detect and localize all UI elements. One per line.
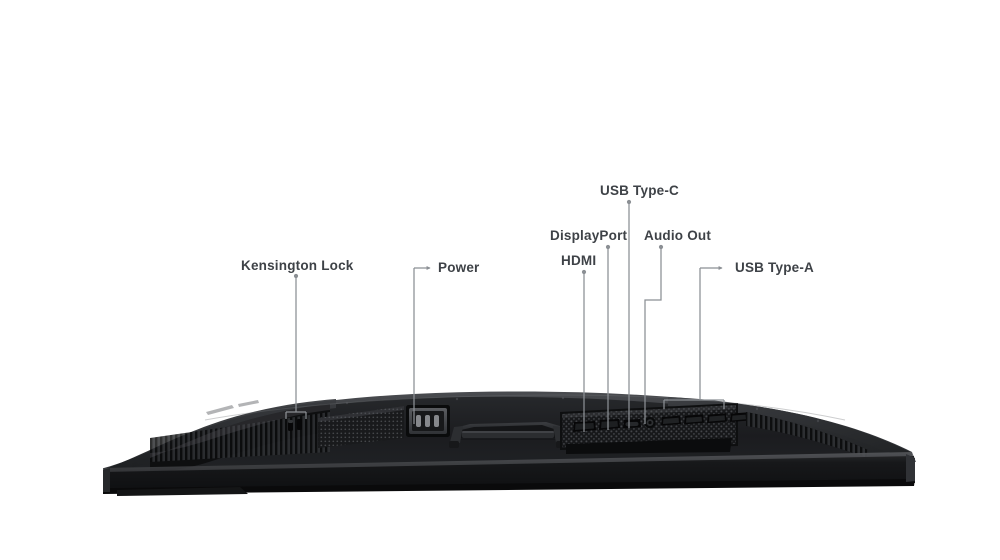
chassis-screws [345, 396, 820, 423]
displayport-port [599, 419, 620, 430]
leader-displayport [605, 244, 611, 430]
usb-a-port-1 [661, 415, 681, 426]
monitor-right-endcap [906, 454, 915, 482]
usb-c-port [623, 419, 641, 429]
leader-audio-out [644, 244, 664, 424]
usb-a-port-3 [707, 413, 727, 424]
leader-hdmi [581, 269, 587, 432]
callout-leaders [285, 199, 725, 432]
brand-logo [206, 400, 259, 415]
monitor-rear-chassis [103, 391, 916, 496]
port-openings [573, 412, 748, 432]
callout-label-usb-type-a: USB Type-A [735, 260, 815, 275]
callout-label-power: Power [438, 260, 480, 275]
monitor-left-endcap [103, 468, 110, 492]
left-perforated-vent [318, 406, 404, 448]
callout-label-audio-out: Audio Out [644, 228, 712, 243]
callout-label-hdmi: HDMI [561, 253, 597, 268]
leader-usb-type-c [626, 199, 632, 428]
usb-a-port-4 [730, 412, 748, 422]
callout-label-displayport: DisplayPort [550, 228, 628, 243]
monitor-bezel-bottom [103, 479, 915, 494]
leader-usb-type-a [663, 266, 725, 409]
callout-label-kensington-lock: Kensington Lock [241, 258, 354, 273]
monitor-foot-notch [117, 487, 248, 496]
callout-label-usb-type-c: USB Type-C [600, 183, 680, 198]
leader-power [413, 266, 431, 424]
usb-a-port-2 [684, 414, 704, 425]
port-cluster [560, 403, 748, 454]
power-connector [406, 405, 450, 437]
kensington-lock-slot [288, 419, 302, 431]
right-ventilation-grille [746, 412, 868, 458]
monitor-highlight [204, 394, 846, 421]
leader-kensington-lock [285, 273, 307, 419]
audio-out-jack [644, 417, 656, 429]
